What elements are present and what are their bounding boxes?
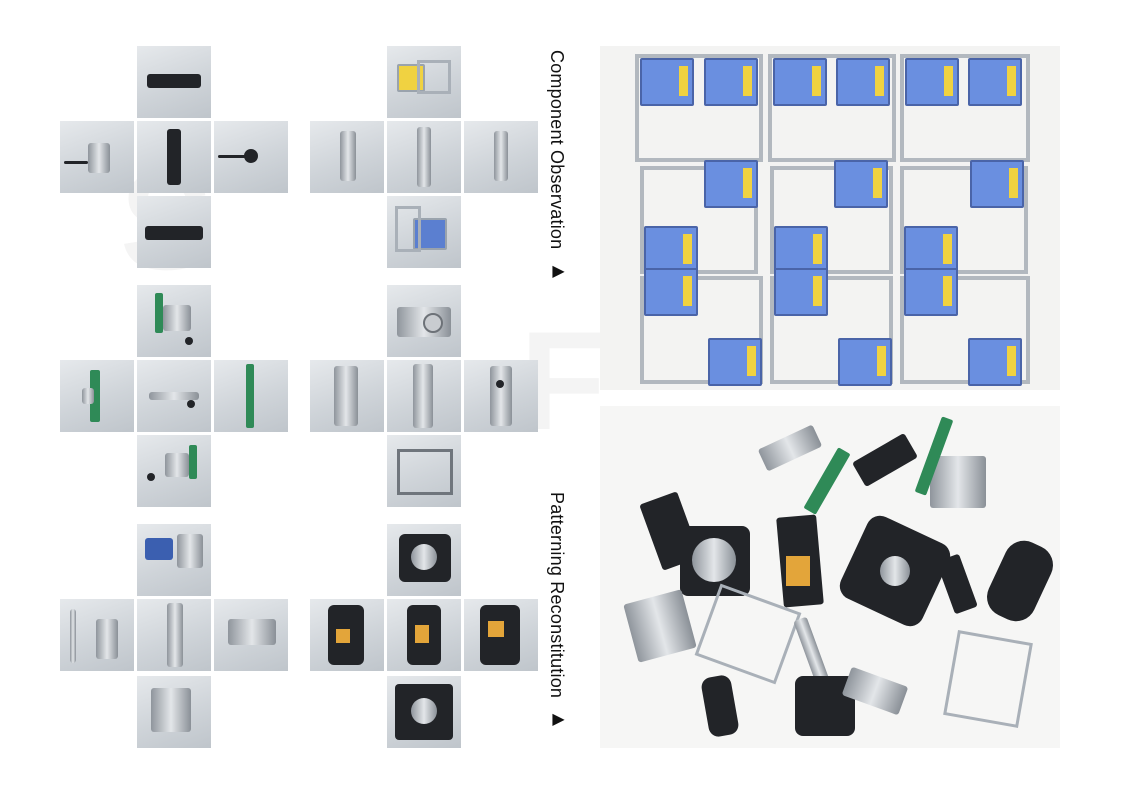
caption-text: Component Observation [547, 50, 567, 250]
component-photo-bottom [387, 196, 461, 268]
component-photo-top [387, 46, 461, 118]
component-photo-center [387, 360, 461, 432]
triangle-arrow-icon: ▶ [549, 260, 566, 280]
component-photo-right [214, 599, 288, 671]
component-photo-bottom [137, 196, 211, 268]
component-photo-right [214, 121, 288, 193]
component-photo-left [310, 121, 384, 193]
pattern-photo-scattered-parts [600, 406, 1060, 748]
component-photo-right [464, 599, 538, 671]
component-photo-bottom [387, 435, 461, 507]
component-photo-top [387, 285, 461, 357]
component-photo-top [137, 46, 211, 118]
component-photo-center [137, 121, 211, 193]
triangle-arrow-icon: ▶ [549, 709, 566, 729]
component-photo-left [60, 360, 134, 432]
component-photo-top [387, 524, 461, 596]
component-photo-left [60, 599, 134, 671]
component-photo-bottom [137, 676, 211, 748]
component-photo-top [137, 524, 211, 596]
component-photo-center [387, 121, 461, 193]
component-photo-bottom [137, 435, 211, 507]
patterning-reconstitution-caption: Patterning Reconstitution ▶ [546, 492, 567, 729]
component-photo-left [60, 121, 134, 193]
component-photo-top [137, 285, 211, 357]
component-photo-center [137, 599, 211, 671]
component-photo-left [310, 360, 384, 432]
caption-text: Patterning Reconstitution [547, 492, 567, 699]
component-photo-right [464, 360, 538, 432]
pattern-photo-brackets [600, 46, 1060, 390]
component-photo-center [387, 599, 461, 671]
component-photo-left [310, 599, 384, 671]
component-photo-right [464, 121, 538, 193]
component-photo-right [214, 360, 288, 432]
component-photo-bottom [387, 676, 461, 748]
component-observation-caption: Component Observation ▶ [546, 50, 567, 280]
component-photo-center [137, 360, 211, 432]
